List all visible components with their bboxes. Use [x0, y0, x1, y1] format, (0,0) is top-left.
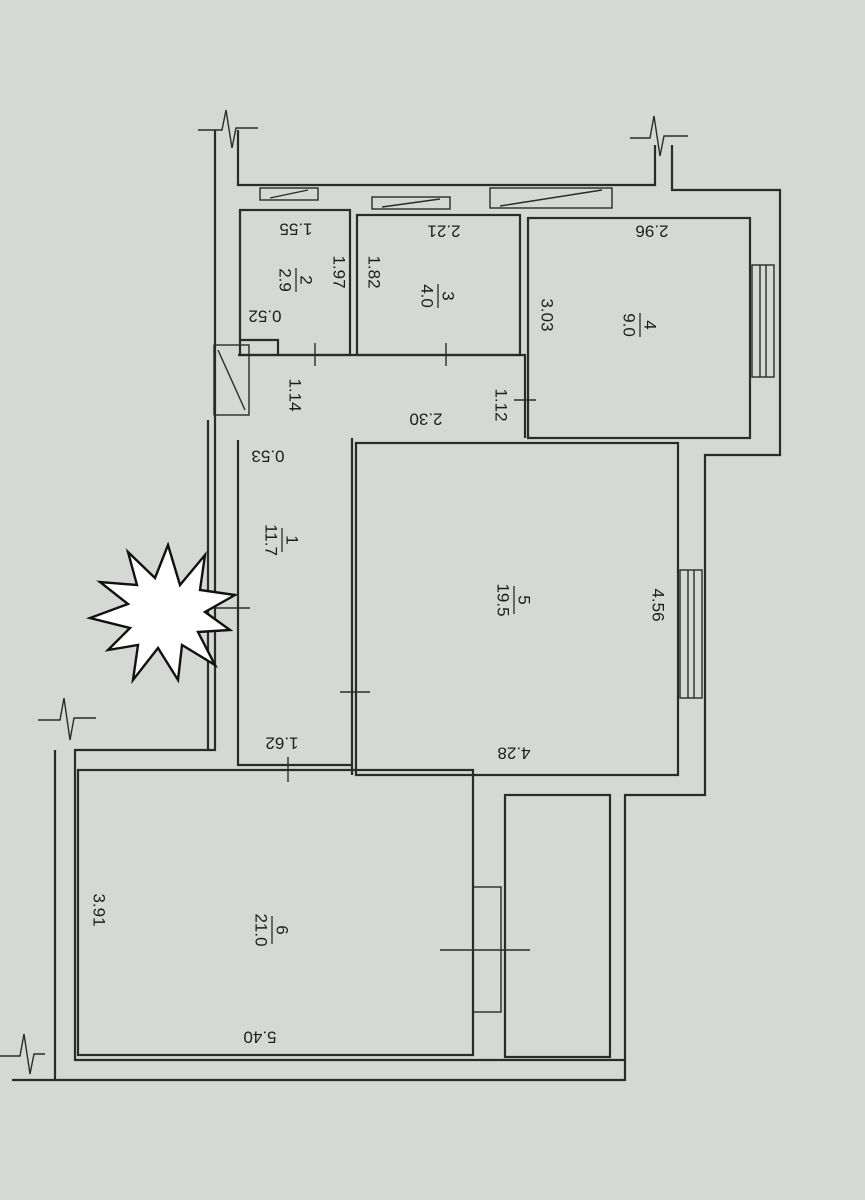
dim-3-03: 3.03 — [538, 298, 557, 331]
dim-4-56: 4.56 — [649, 588, 668, 621]
room-6-area: 21.0 — [252, 913, 271, 946]
room-2-area: 2.9 — [276, 268, 295, 292]
room-2-number: 2 — [297, 275, 316, 284]
room-4-outline — [526, 216, 752, 440]
balcony-outline — [503, 793, 612, 1059]
room-5-area: 19.5 — [494, 583, 513, 616]
dim-0-53: 0.53 — [251, 447, 284, 466]
dim-2-30: 2.30 — [409, 410, 442, 429]
room-4-number: 4 — [641, 320, 660, 329]
room-3-number: 3 — [439, 291, 458, 300]
room-5-number: 5 — [515, 595, 534, 604]
room-5-outline — [354, 441, 680, 777]
room-1-area: 11.7 — [262, 524, 281, 556]
room-6-number: 6 — [273, 925, 292, 934]
dim-0-52: 0.52 — [248, 307, 281, 326]
dim-2-21: 2.21 — [427, 222, 460, 241]
redaction-burst-marker — [85, 541, 239, 685]
dim-1-14: 1.14 — [286, 378, 305, 411]
dim-1-12: 1.12 — [492, 388, 511, 421]
dim-4-28: 4.28 — [497, 744, 530, 763]
dim-2-96: 2.96 — [635, 222, 668, 241]
dim-1-62: 1.62 — [265, 734, 298, 753]
dim-5-40: 5.40 — [243, 1028, 276, 1047]
top-windows — [259, 187, 613, 210]
dim-1-82: 1.82 — [365, 255, 384, 288]
dim-1-55: 1.55 — [279, 220, 312, 239]
outer-walls — [12, 130, 782, 1082]
room-1-number: 1 — [283, 535, 302, 544]
dimension-labels: 1.55 2.21 2.96 1.97 1.82 3.03 0.52 1.14 … — [90, 220, 669, 1047]
wall-break-marks — [0, 109, 688, 1075]
dim-1-97: 1.97 — [330, 255, 349, 288]
right-windows — [679, 264, 775, 699]
entrance-box — [213, 344, 250, 416]
room-4-area: 9.0 — [620, 313, 639, 337]
room-3-area: 4.0 — [418, 284, 437, 308]
room-labels: 1 11.7 2 2.9 3 4.0 4 9.0 5 19.5 6 21.0 — [252, 268, 660, 947]
dim-3-91: 3.91 — [90, 893, 109, 926]
